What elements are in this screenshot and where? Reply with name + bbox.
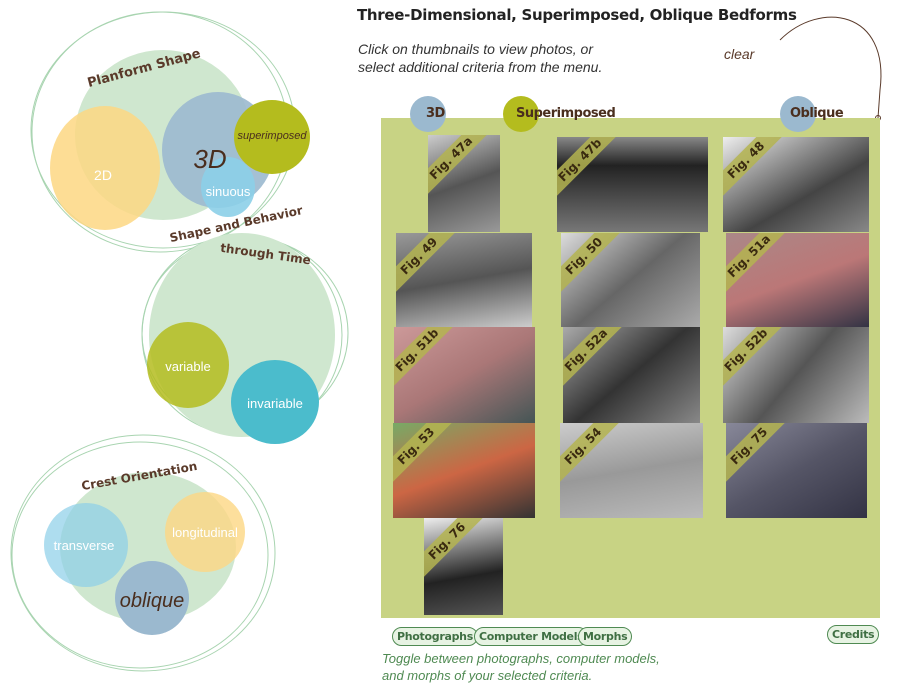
- sinuous-option[interactable]: [201, 157, 255, 217]
- figure-label: Fig. 75: [726, 423, 788, 485]
- thumbnail[interactable]: Fig. 51a: [726, 233, 869, 327]
- planform-group: Planform Shape 2D 3D superimposed sinuou…: [50, 46, 310, 230]
- 3d-label: 3D: [193, 144, 226, 174]
- figure-label: Fig. 76: [424, 518, 486, 580]
- photographs-button[interactable]: Photographs: [392, 627, 478, 646]
- figure-label: Fig. 52b: [723, 327, 785, 389]
- figure-label: Fig. 47a: [428, 135, 490, 197]
- figure-label: Fig. 47b: [557, 137, 619, 199]
- figure-label: Fig. 53: [393, 423, 455, 485]
- selected-superimposed-badge[interactable]: [503, 96, 539, 132]
- instructions: Click on thumbnails to view photos, or s…: [358, 40, 602, 76]
- longitudinal-label: longitudinal: [172, 525, 238, 540]
- thumbnail[interactable]: Fig. 47b: [557, 137, 708, 232]
- figure-label: Fig. 49: [396, 233, 458, 295]
- instructions-line: Click on thumbnails to view photos, or: [358, 41, 593, 57]
- criteria-diagram: Planform Shape 2D 3D superimposed sinuou…: [10, 11, 349, 672]
- variable-option[interactable]: [147, 322, 229, 408]
- figure-label: Fig. 51b: [394, 327, 456, 389]
- page-title: Three-Dimensional, Superimposed, Oblique…: [357, 6, 797, 24]
- thumbnail[interactable]: Fig. 52b: [723, 327, 869, 423]
- figure-label: Fig. 54: [560, 423, 622, 485]
- credits-button[interactable]: Credits: [827, 625, 880, 644]
- oblique-option[interactable]: [115, 561, 189, 635]
- toggle-help: Toggle between photographs, computer mod…: [382, 650, 660, 684]
- invariable-option[interactable]: [231, 360, 319, 444]
- selected-oblique-badge[interactable]: [780, 96, 816, 132]
- thumbnail[interactable]: Fig. 76: [424, 518, 503, 615]
- clear-link[interactable]: clear: [724, 46, 755, 62]
- thumbnail[interactable]: Fig. 52a: [563, 327, 700, 423]
- morphs-button[interactable]: Morphs: [578, 627, 633, 646]
- superimposed-label: superimposed: [237, 130, 307, 142]
- toggle-help-line: and morphs of your selected criteria.: [382, 668, 593, 683]
- transverse-option[interactable]: [44, 503, 128, 587]
- superimposed-option[interactable]: [234, 100, 310, 174]
- invariable-label: invariable: [247, 396, 303, 411]
- computer-models-button[interactable]: Computer Models: [474, 627, 589, 646]
- thumbnail[interactable]: Fig. 50: [561, 233, 700, 327]
- figure-label: Fig. 50: [561, 233, 623, 295]
- instructions-line: select additional criteria from the menu…: [358, 59, 603, 75]
- variable-label: variable: [165, 359, 211, 374]
- transverse-label: transverse: [54, 538, 115, 553]
- oblique-label: oblique: [120, 590, 185, 612]
- figure-label: Fig. 52a: [563, 327, 625, 389]
- thumbnail[interactable]: Fig. 51b: [394, 327, 535, 423]
- 2d-label: 2D: [94, 167, 112, 183]
- selected-oblique-label: Oblique: [790, 106, 844, 121]
- crest-group: Crest Orientation transverse longitudina…: [44, 459, 245, 635]
- selected-3d-label: 3D: [426, 106, 445, 121]
- 2d-option[interactable]: [50, 106, 160, 230]
- toggle-help-line: Toggle between photographs, computer mod…: [382, 651, 660, 666]
- thumbnail[interactable]: Fig. 47a: [428, 135, 500, 232]
- behavior-group: Shape and Behavior through Time variable…: [147, 203, 335, 444]
- thumbnail[interactable]: Fig. 49: [396, 233, 532, 327]
- thumbnail[interactable]: Fig. 53: [393, 423, 535, 518]
- figure-label: Fig. 48: [723, 137, 785, 199]
- figure-label: Fig. 51a: [726, 233, 788, 295]
- thumbnail[interactable]: Fig. 54: [560, 423, 703, 518]
- selected-superimposed-label: Superimposed: [516, 106, 616, 121]
- sinuous-label: sinuous: [206, 184, 251, 199]
- selected-3d-badge[interactable]: [410, 96, 446, 132]
- thumbnail[interactable]: Fig. 75: [726, 423, 867, 518]
- longitudinal-option[interactable]: [165, 492, 245, 572]
- thumbnail[interactable]: Fig. 48: [723, 137, 869, 232]
